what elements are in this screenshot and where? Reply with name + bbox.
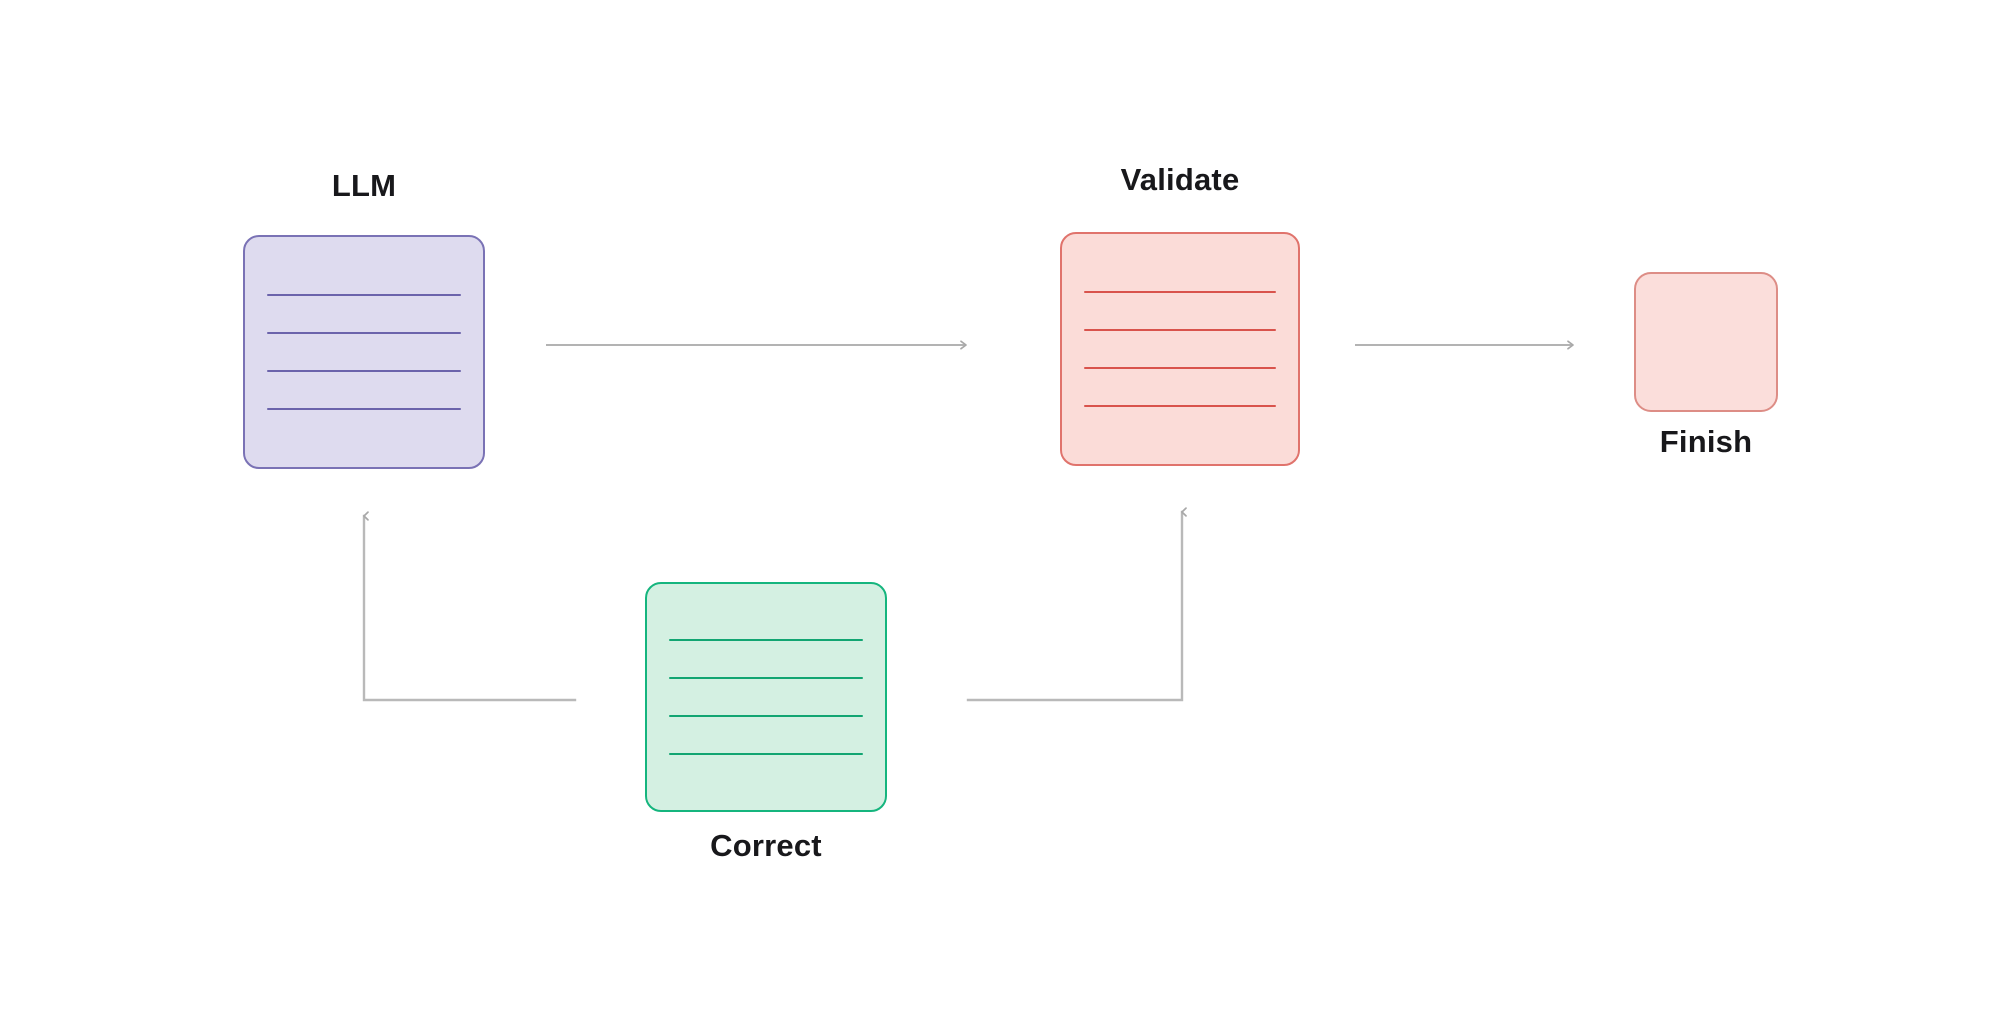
content-line <box>669 753 863 755</box>
content-line <box>267 294 461 296</box>
node-validate-label: Validate <box>1120 162 1240 197</box>
node-llm-content <box>245 237 483 467</box>
content-line <box>669 677 863 679</box>
node-validate[interactable]: Validate <box>1060 162 1300 466</box>
edge-correct-to-llm <box>362 511 577 702</box>
node-llm-box[interactable] <box>243 235 485 469</box>
node-finish[interactable]: Finish <box>1634 272 1778 459</box>
content-line <box>669 715 863 717</box>
content-line <box>1084 405 1276 407</box>
content-line <box>1084 367 1276 369</box>
node-correct[interactable]: Correct <box>645 582 887 863</box>
node-llm-label: LLM <box>331 168 397 203</box>
content-line <box>669 639 863 641</box>
node-llm[interactable]: LLM <box>243 168 485 469</box>
content-line <box>267 370 461 372</box>
node-finish-box[interactable] <box>1634 272 1778 412</box>
node-correct-box[interactable] <box>645 582 887 812</box>
node-correct-content <box>647 584 885 810</box>
node-validate-content <box>1062 234 1298 464</box>
content-line <box>267 332 461 334</box>
node-correct-label: Correct <box>710 828 822 863</box>
content-line <box>1084 291 1276 293</box>
node-finish-label: Finish <box>1659 424 1753 459</box>
node-validate-box[interactable] <box>1060 232 1300 466</box>
content-line <box>267 408 461 410</box>
content-line <box>1084 329 1276 331</box>
edge-validate-to-correct <box>966 507 1187 702</box>
